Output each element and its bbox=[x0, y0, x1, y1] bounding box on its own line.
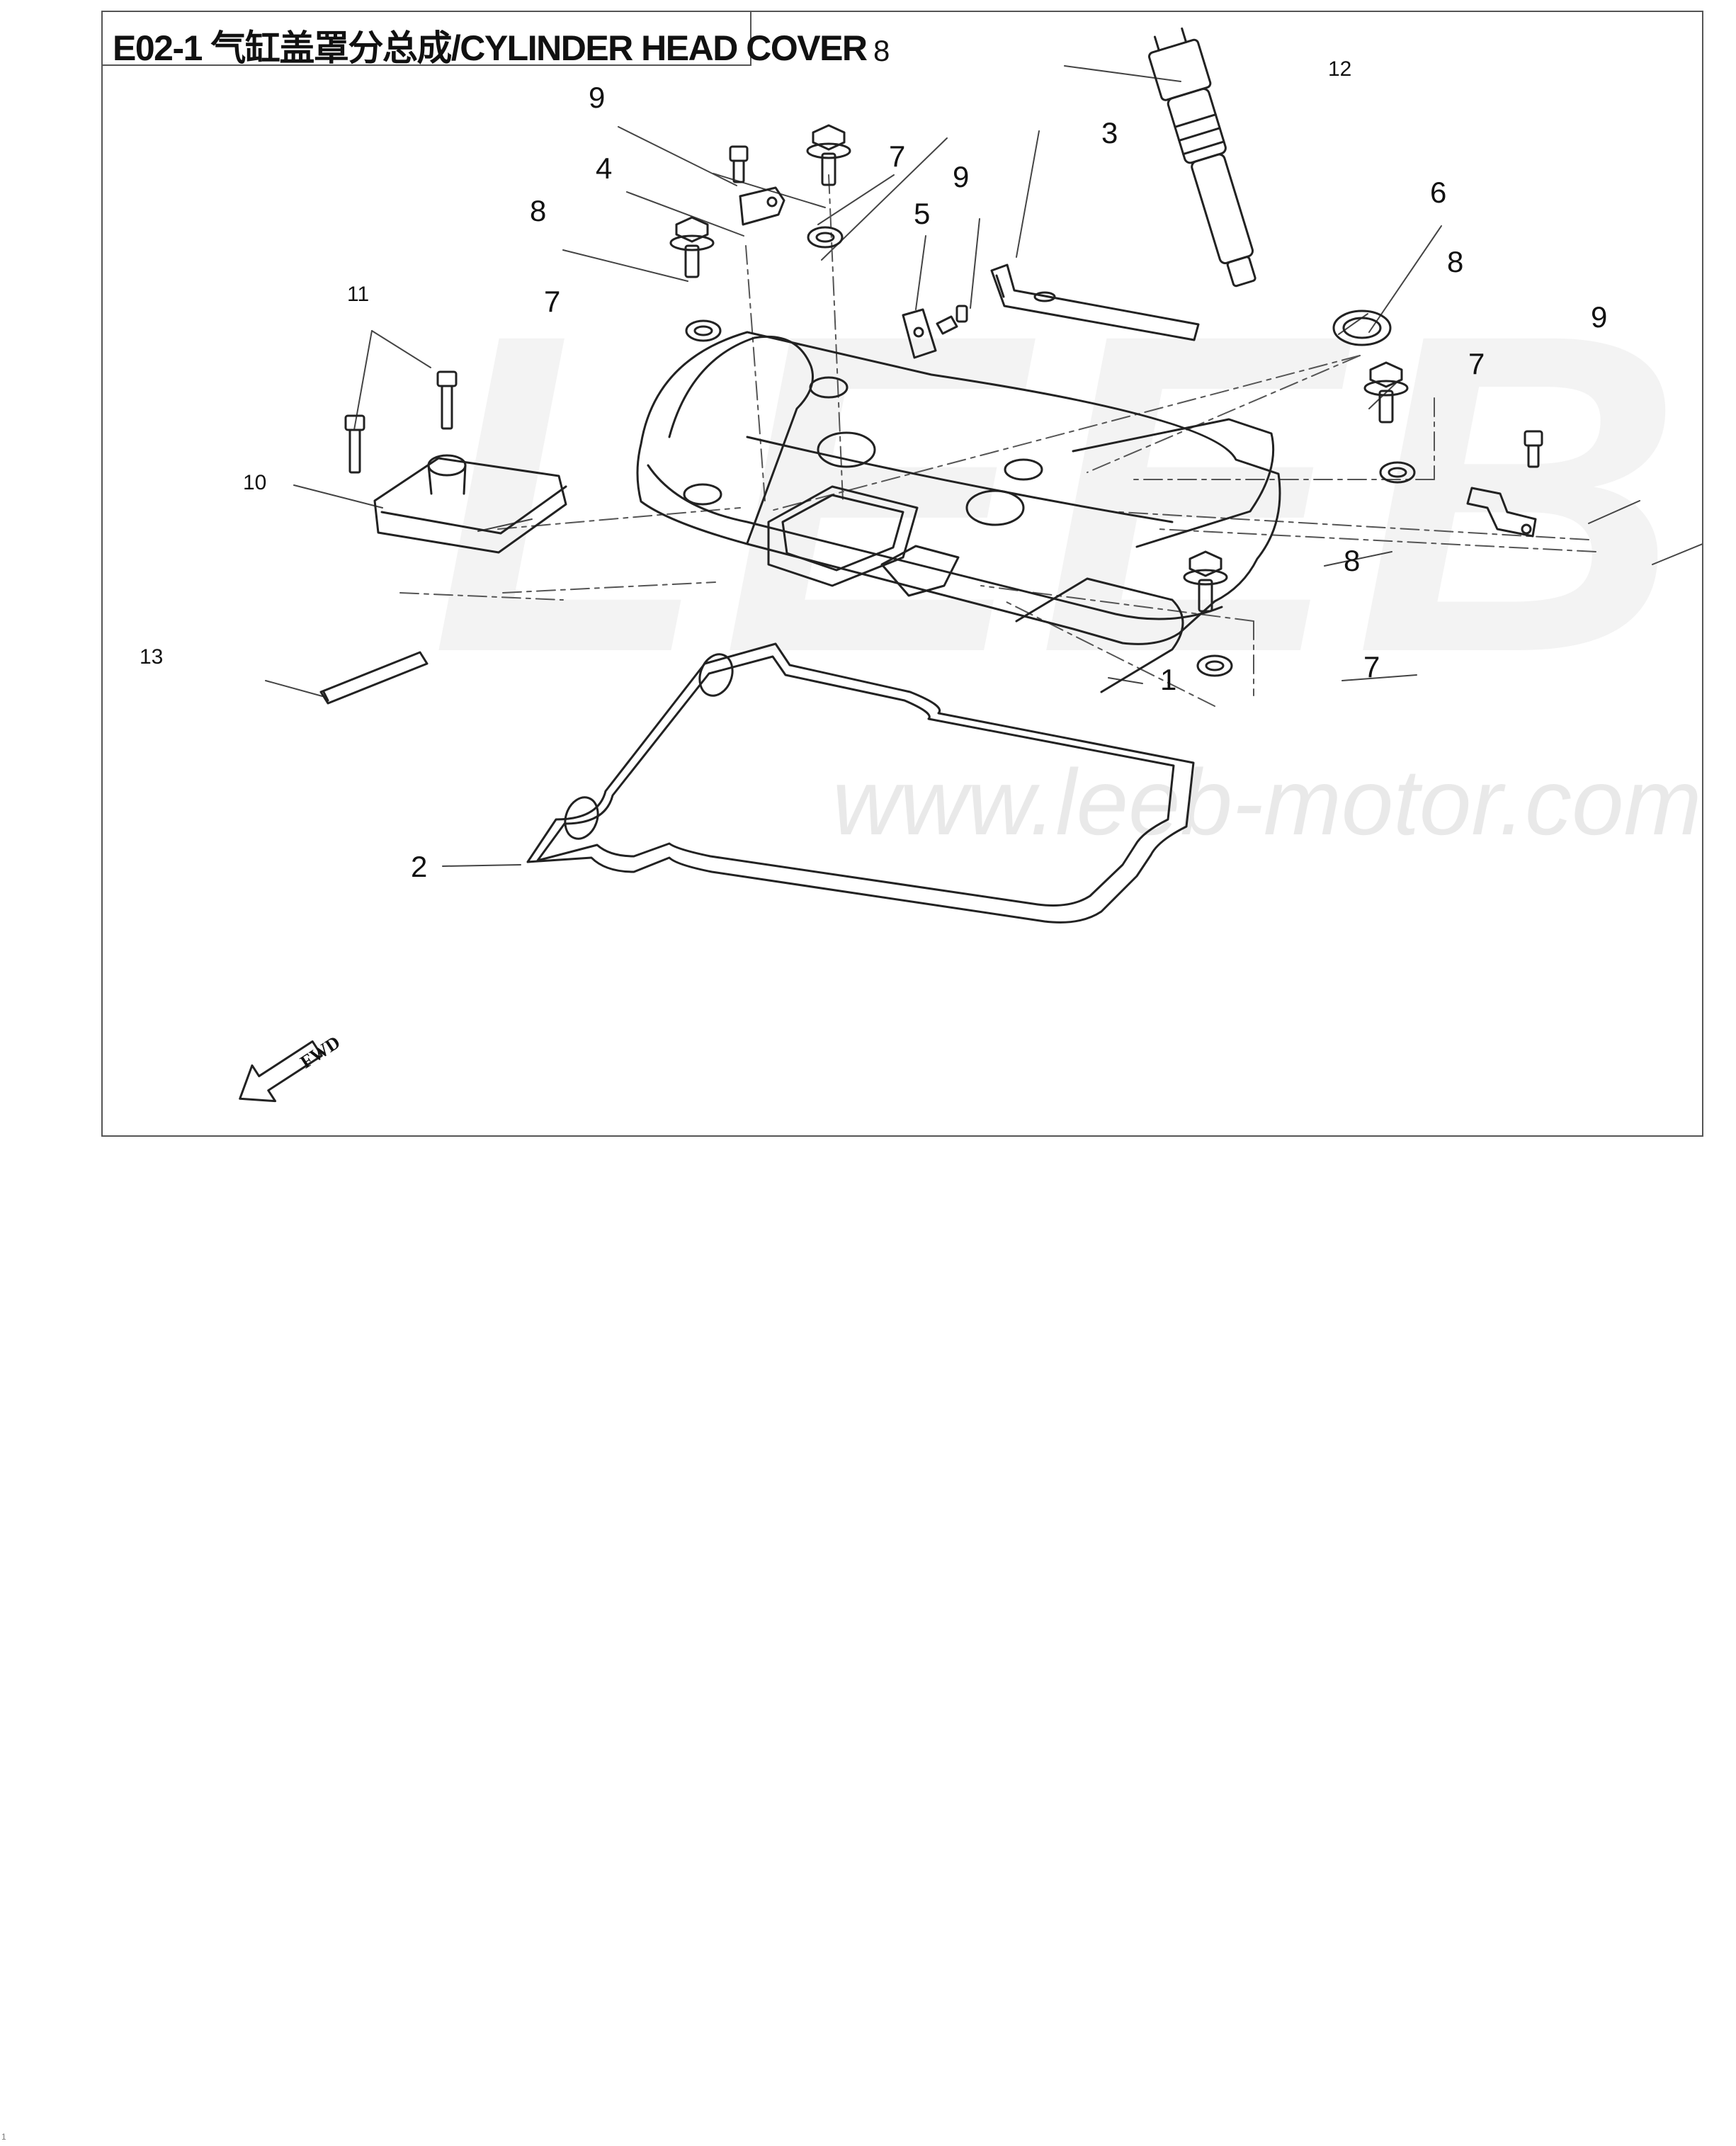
small-bolts bbox=[729, 145, 1543, 468]
callout-7: 7 bbox=[1468, 347, 1485, 380]
callout-12: 12 bbox=[1328, 57, 1352, 81]
callout-8: 8 bbox=[1447, 245, 1464, 278]
brackets bbox=[739, 186, 1537, 538]
callout-3: 3 bbox=[1101, 116, 1118, 149]
callout-13: 13 bbox=[140, 645, 164, 669]
watermark-url: www.leeb-motor.com bbox=[832, 750, 1702, 854]
diagram-frame: LEEB www.leeb-motor.com E02-1 气缸盖罩分总成/CY… bbox=[101, 11, 1703, 1137]
dowel-pin bbox=[319, 651, 429, 705]
diagram-title: E02-1 气缸盖罩分总成/CYLINDER HEAD COVER bbox=[113, 28, 868, 68]
callout-6: 6 bbox=[1430, 176, 1447, 209]
center-lines bbox=[399, 174, 1596, 707]
callout-8: 8 bbox=[873, 34, 890, 67]
flange-bolt-front bbox=[1183, 550, 1228, 613]
seal-ring bbox=[1332, 310, 1392, 346]
small-clip bbox=[902, 305, 968, 359]
flange-bolt-left bbox=[669, 216, 715, 278]
callout-1: 1 bbox=[1160, 663, 1177, 696]
callout-4: 4 bbox=[596, 152, 613, 185]
leader-lines bbox=[265, 65, 1702, 867]
callout-5: 5 bbox=[914, 197, 931, 230]
callout-9: 9 bbox=[1591, 300, 1608, 334]
callout-7: 7 bbox=[889, 140, 906, 173]
callout-2: 2 bbox=[411, 850, 428, 883]
cylinder-head-cover bbox=[636, 331, 1281, 693]
fwd-arrow bbox=[239, 1040, 323, 1103]
breather-cover bbox=[373, 454, 567, 554]
washers bbox=[685, 226, 1416, 677]
callout-8: 8 bbox=[530, 194, 547, 227]
callout-9: 9 bbox=[589, 81, 606, 114]
breather-bolts bbox=[344, 370, 458, 474]
callout-7: 7 bbox=[544, 285, 561, 318]
callout-11: 11 bbox=[347, 283, 370, 306]
callout-9: 9 bbox=[953, 160, 970, 193]
flange-bolt-right bbox=[1363, 361, 1409, 424]
page-number: 1 bbox=[1, 2132, 6, 2142]
bracket-plate bbox=[990, 263, 1200, 341]
callout-7: 7 bbox=[1363, 650, 1380, 683]
diagram-title-box: E02-1 气缸盖罩分总成/CYLINDER HEAD COVER bbox=[103, 12, 868, 68]
callout-10: 10 bbox=[243, 471, 267, 494]
callout-8: 8 bbox=[1344, 544, 1361, 577]
flange-bolt-top bbox=[806, 124, 851, 186]
exploded-view-drawing bbox=[239, 27, 1702, 1103]
cover-gasket bbox=[526, 642, 1195, 924]
ignition-coil bbox=[1148, 27, 1256, 288]
